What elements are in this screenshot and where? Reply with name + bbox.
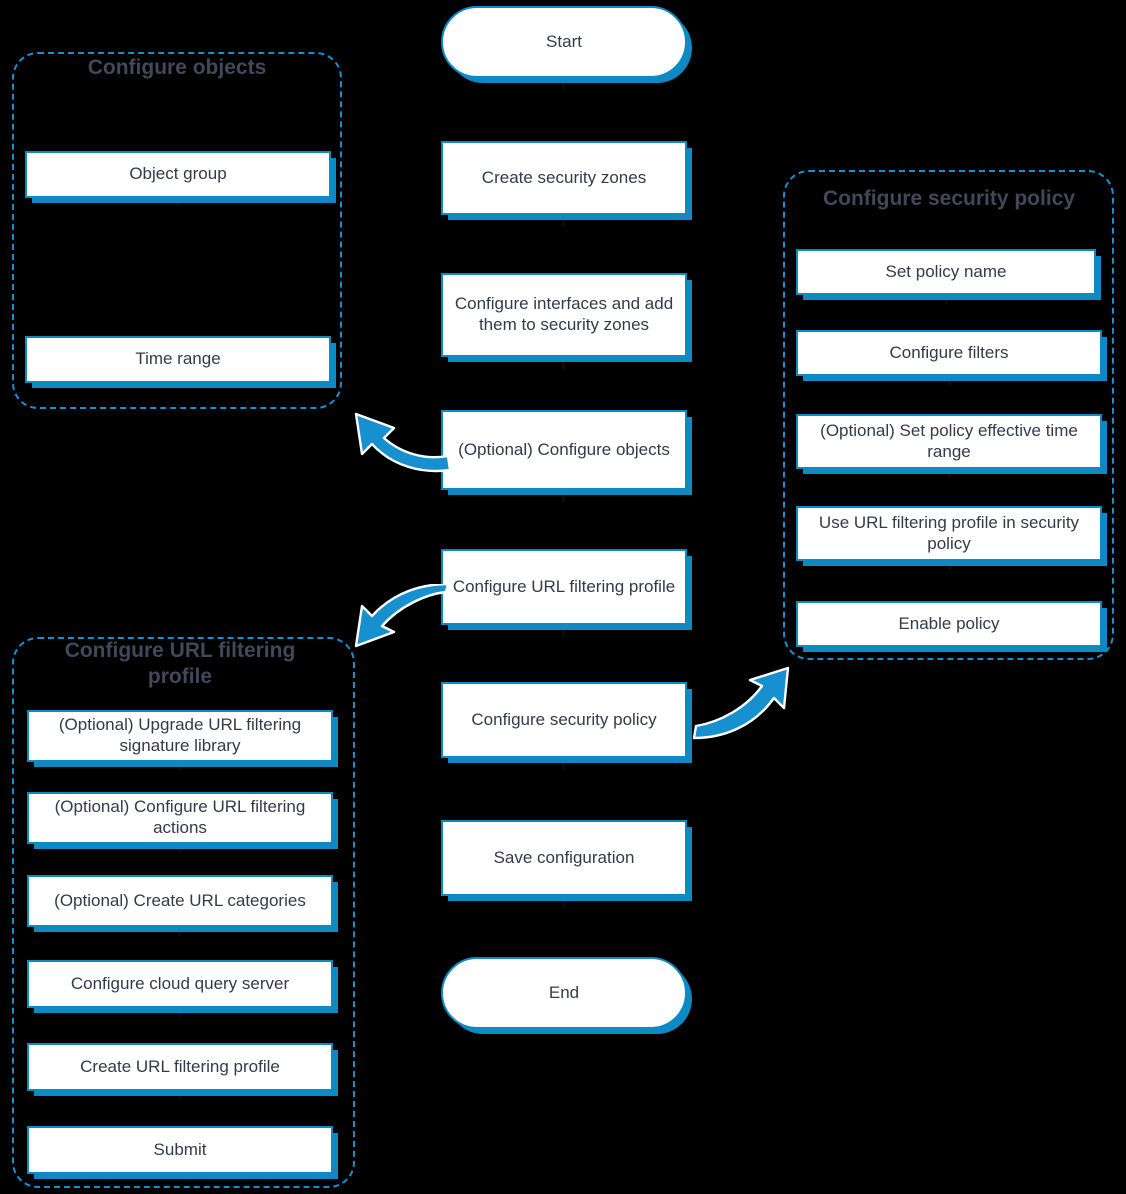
- connector-main-4: [562, 488, 565, 502]
- node-label: Configure security policy: [471, 709, 657, 729]
- connector-policy-1: [945, 293, 948, 304]
- connector-main-6: [562, 756, 565, 770]
- connector-url-4: [178, 1006, 181, 1017]
- node-create-security-zones[interactable]: Create security zones: [441, 141, 687, 215]
- group-configure-security-policy: [783, 170, 1114, 660]
- node-label: (Optional) Upgrade URL filtering signatu…: [58, 715, 302, 755]
- curved-arrow-up-right: [692, 666, 790, 740]
- node-label: Set policy name: [885, 261, 1007, 281]
- node-save-configuration[interactable]: Save configuration: [441, 820, 687, 896]
- node-configure-filters[interactable]: Configure filters: [796, 330, 1102, 376]
- connector-url-2: [178, 842, 181, 853]
- node-set-policy-name[interactable]: Set policy name: [796, 249, 1096, 295]
- connector-url-1: [178, 760, 181, 771]
- node-label: Enable policy: [898, 613, 1000, 633]
- node-label: (Optional) Create URL categories: [54, 890, 306, 910]
- node-start[interactable]: Start: [441, 6, 687, 78]
- node-label: (Optional) Set policy effective time ran…: [820, 420, 1078, 461]
- group-title-configure-objects: Configure objects: [87, 56, 267, 79]
- node-label: Submit: [153, 1139, 207, 1159]
- connector-objects-1: [176, 196, 179, 206]
- curved-arrow-up-left: [354, 412, 452, 473]
- connector-policy-4: [948, 559, 951, 570]
- node-enable-policy[interactable]: Enable policy: [796, 601, 1102, 647]
- connector-main-2: [562, 213, 565, 227]
- node-create-url-filtering-profile[interactable]: Create URL filtering profile: [27, 1043, 333, 1091]
- node-create-url-categories[interactable]: (Optional) Create URL categories: [27, 875, 333, 927]
- group-configure-url-filtering-profile: [12, 637, 355, 1188]
- connector-url-5: [178, 1089, 181, 1100]
- node-label: Configure interfaces and add them to sec…: [454, 294, 674, 334]
- node-configure-url-filtering-profile-main[interactable]: Configure URL filtering profile: [441, 549, 687, 625]
- node-label: Configure filters: [889, 342, 1009, 362]
- node-label: Object group: [129, 164, 227, 184]
- node-configure-interfaces[interactable]: Configure interfaces and add them to sec…: [441, 273, 687, 357]
- node-configure-url-filtering-actions[interactable]: (Optional) Configure URL filtering actio…: [27, 792, 333, 844]
- node-label: Configure cloud query server: [70, 973, 290, 993]
- node-label: Use URL filtering profile in security po…: [818, 512, 1080, 553]
- node-label: Save configuration: [493, 847, 635, 867]
- node-use-url-filtering-profile[interactable]: Use URL filtering profile in security po…: [796, 506, 1102, 561]
- node-label: Create security zones: [481, 167, 647, 187]
- curved-arrow-down-left: [354, 584, 450, 648]
- node-optional-configure-objects[interactable]: (Optional) Configure objects: [441, 410, 687, 490]
- node-policy-effective-time-range[interactable]: (Optional) Set policy effective time ran…: [796, 414, 1102, 469]
- node-end[interactable]: End: [441, 957, 687, 1029]
- node-label: Time range: [135, 349, 221, 369]
- connector-main-1: [562, 76, 565, 90]
- node-label: Start: [546, 31, 582, 51]
- connector-policy-3: [948, 467, 951, 478]
- node-label: (Optional) Configure objects: [458, 439, 670, 459]
- connector-policy-2: [948, 374, 951, 385]
- node-upgrade-signature-library[interactable]: (Optional) Upgrade URL filtering signatu…: [27, 710, 333, 762]
- connector-url-3: [178, 925, 181, 936]
- node-label: Configure URL filtering profile: [452, 576, 676, 596]
- node-label: (Optional) Configure URL filtering actio…: [54, 797, 306, 837]
- connector-main-5: [562, 623, 565, 637]
- connector-main-3: [562, 355, 565, 369]
- node-label: Create URL filtering profile: [80, 1056, 280, 1076]
- group-configure-objects: [12, 52, 342, 409]
- node-configure-security-policy-main[interactable]: Configure security policy: [441, 682, 687, 758]
- group-title-configure-security-policy: Configure security policy: [822, 187, 1076, 210]
- node-time-range[interactable]: Time range: [25, 336, 331, 383]
- node-submit[interactable]: Submit: [27, 1126, 333, 1174]
- node-label: End: [548, 982, 580, 1002]
- node-configure-cloud-query-server[interactable]: Configure cloud query server: [27, 960, 333, 1008]
- connector-main-7: [562, 894, 565, 908]
- node-object-group[interactable]: Object group: [25, 151, 331, 198]
- group-title-configure-url-filtering-profile: Configure URL filtering profile: [64, 639, 296, 689]
